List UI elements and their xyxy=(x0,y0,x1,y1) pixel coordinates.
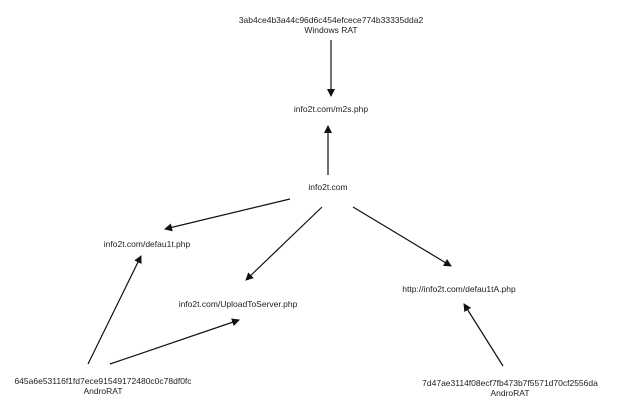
edge-domain-to-defau1ta xyxy=(352,206,452,267)
node-androrat-2-hash: 7d47ae3114f08ecf7fb473b7f5571d70cf2556da xyxy=(422,378,598,388)
node-upload-label: info2t.com/UploadToServer.php xyxy=(178,299,298,309)
node-domain-label: info2t.com xyxy=(308,182,348,192)
node-upload: info2t.com/UploadToServer.php xyxy=(179,299,298,309)
edge-androrat-1-to-upload xyxy=(109,318,240,365)
node-windows-rat-kind: Windows RAT xyxy=(304,25,358,35)
node-windows-rat: 3ab4ce4b3a44c96d6c454efcece774b33335dda2… xyxy=(239,15,423,35)
node-androrat-1-kind: AndroRAT xyxy=(83,386,123,396)
node-domain: info2t.com xyxy=(308,182,347,192)
node-androrat-1: 645a6e53116f1fd7ece91549172480c0c78df0fc… xyxy=(14,376,191,396)
node-defau1ta-label: http://info2t.com/defau1tA.php xyxy=(402,284,516,294)
node-m2s: info2t.com/m2s.php xyxy=(294,104,368,114)
node-androrat-2-kind: AndroRAT xyxy=(490,388,530,398)
edge-domain-to-defau1t xyxy=(164,198,291,232)
edge-domain-to-upload xyxy=(245,206,323,281)
node-m2s-label: info2t.com/m2s.php xyxy=(293,104,369,114)
edge-androrat-1-to-defau1t xyxy=(87,255,142,365)
edge-androrat-2-to-defau1ta xyxy=(463,303,504,367)
node-androrat-1-hash: 645a6e53116f1fd7ece91549172480c0c78df0fc xyxy=(14,376,192,386)
node-defau1ta: http://info2t.com/defau1tA.php xyxy=(402,284,515,294)
node-defau1t-label: info2t.com/defau1t.php xyxy=(103,239,191,249)
node-androrat-2: 7d47ae3114f08ecf7fb473b7f5571d70cf2556da… xyxy=(422,378,598,398)
node-windows-rat-hash: 3ab4ce4b3a44c96d6c454efcece774b33335dda2 xyxy=(238,15,424,25)
node-defau1t: info2t.com/defau1t.php xyxy=(104,239,190,249)
